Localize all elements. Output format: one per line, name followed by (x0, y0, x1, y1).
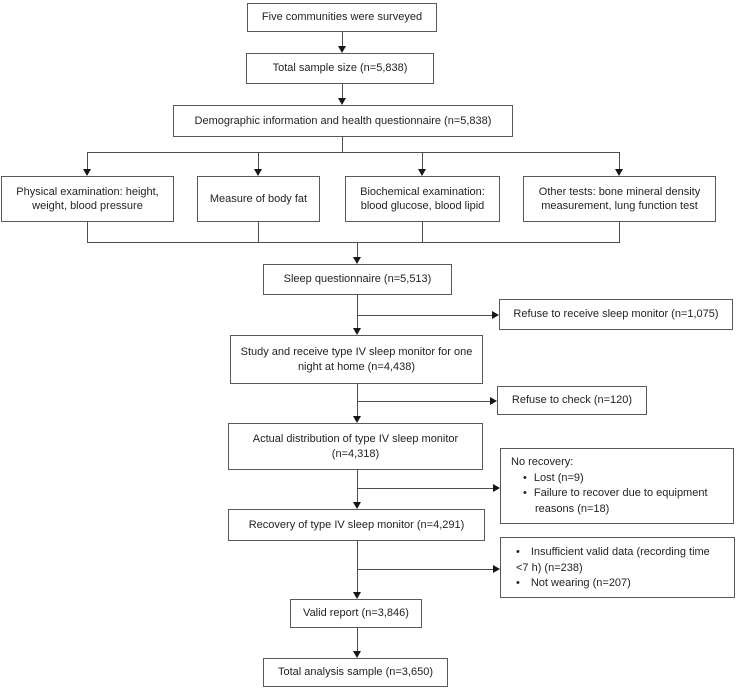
connector-line (619, 222, 620, 242)
connector-line (258, 222, 259, 242)
arrowhead-down-icon (254, 169, 262, 176)
bullet-icon: • (523, 471, 527, 484)
list-item: • Not wearing (n=207) (511, 576, 724, 592)
box-actual-distribution: Actual distribution of type IV sleep mon… (228, 423, 483, 470)
list-item: • Failure to recover due to equipment rea… (511, 486, 723, 517)
arrowhead-right-icon (490, 397, 497, 405)
connector-line (422, 222, 423, 242)
arrowhead-down-icon (418, 169, 426, 176)
connector-line (357, 628, 358, 651)
connector-line (87, 152, 620, 153)
arrowhead-down-icon (353, 502, 361, 509)
connector-line (357, 470, 358, 502)
box-sleep-questionnaire: Sleep questionnaire (n=5,513) (263, 264, 452, 295)
connector-line (342, 84, 343, 98)
box-valid-report: Valid report (n=3,846) (290, 599, 422, 628)
connector-line (87, 152, 88, 169)
box-biochemical-examination: Biochemical examination: blood glucose, … (345, 176, 500, 222)
arrowhead-down-icon (353, 651, 361, 658)
connector-line (357, 541, 358, 592)
arrowhead-down-icon (353, 257, 361, 264)
connector-line (258, 152, 259, 169)
box-demographic-questionnaire: Demographic information and health quest… (173, 105, 513, 137)
arrowhead-down-icon (338, 98, 346, 105)
connector-line (357, 295, 358, 328)
box-body-fat: Measure of body fat (197, 176, 320, 222)
bullet-icon: • (516, 546, 520, 558)
arrowhead-down-icon (338, 46, 346, 53)
box-no-recovery: No recovery: • Lost (n=9) • Failure to rec… (500, 448, 734, 524)
list-item: • Lost (n=9) (511, 471, 723, 487)
list-item-text: Lost (n=9) (533, 471, 584, 484)
box-study-receive-monitor: Study and receive type IV sleep monitor … (230, 335, 483, 384)
no-recovery-title: No recovery: (511, 456, 574, 468)
box-total-analysis-sample: Total analysis sample (n=3,650) (263, 658, 448, 687)
connector-line (87, 222, 88, 242)
connector-line (87, 242, 620, 243)
box-physical-examination: Physical examination: height, weight, bl… (1, 176, 174, 222)
box-refuse-receive-monitor: Refuse to receive sleep monitor (n=1,075… (499, 299, 733, 330)
list-item: •Insufficient valid data (recording time… (511, 545, 724, 576)
list-item-text: Insufficient valid data (recording time … (516, 546, 710, 574)
arrowhead-down-icon (353, 592, 361, 599)
connector-line (422, 152, 423, 169)
connector-line (357, 384, 358, 416)
bullet-icon: • (523, 487, 527, 500)
arrowhead-down-icon (615, 169, 623, 176)
arrowhead-down-icon (83, 169, 91, 176)
arrowhead-right-icon (493, 484, 500, 492)
connector-line (342, 137, 343, 152)
connector-line (357, 569, 493, 570)
box-total-sample-size: Total sample size (n=5,838) (246, 53, 434, 84)
arrowhead-right-icon (493, 565, 500, 573)
box-invalid-data-exclusions: •Insufficient valid data (recording time… (500, 537, 735, 598)
arrowhead-down-icon (353, 416, 361, 423)
connector-line (342, 32, 343, 46)
box-recovery-monitor: Recovery of type IV sleep monitor (n=4,2… (228, 509, 485, 541)
connector-line (357, 242, 358, 257)
connector-line (357, 315, 492, 316)
arrowhead-right-icon (492, 311, 499, 319)
arrowhead-down-icon (353, 328, 361, 335)
connector-line (357, 401, 490, 402)
connector-line (619, 152, 620, 169)
box-other-tests: Other tests: bone mineral density measur… (523, 176, 716, 222)
list-item-text: Failure to recover due to equipment reas… (533, 487, 708, 515)
bullet-icon: • (516, 577, 520, 590)
connector-line (357, 488, 493, 489)
box-five-communities: Five communities were surveyed (247, 3, 437, 32)
list-item-text: Not wearing (n=207) (530, 577, 631, 590)
box-refuse-check: Refuse to check (n=120) (497, 386, 647, 415)
